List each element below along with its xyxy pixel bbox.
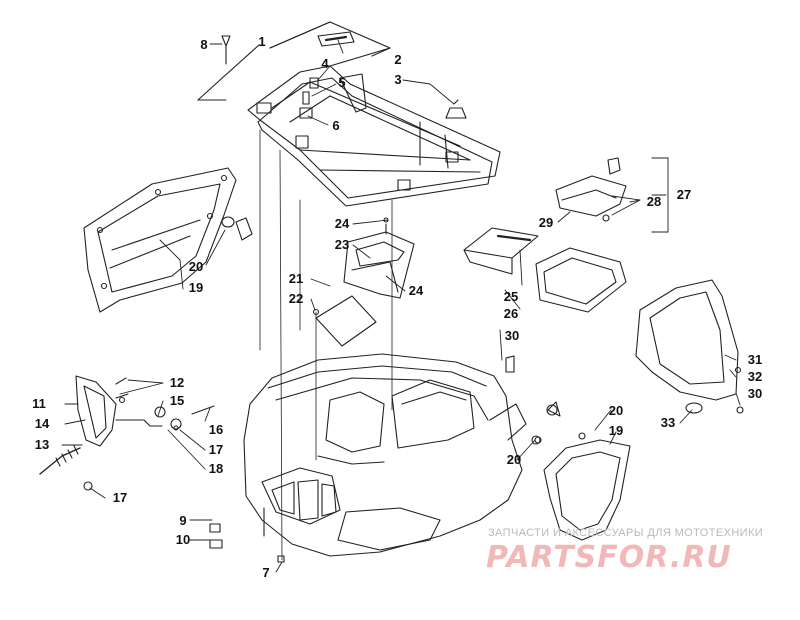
callout-19-left: 19 [188, 280, 204, 295]
front-body [243, 353, 541, 557]
callout-17-lower: 17 [112, 490, 128, 505]
rack-decal [317, 31, 355, 47]
callout-21: 21 [288, 271, 304, 286]
headlight-assembly [39, 375, 215, 491]
callout-26: 26 [503, 306, 519, 321]
bracket-27 [651, 157, 669, 233]
callout-11: 11 [32, 396, 46, 411]
callout-20-fender: 20 [506, 452, 522, 467]
callout-20-right: 20 [608, 403, 624, 418]
callout-5: 5 [338, 75, 346, 90]
callout-15: 15 [169, 393, 185, 408]
callout-30-lower: 30 [747, 386, 763, 401]
callout-28: 28 [646, 194, 662, 209]
rack-bracket-lines [197, 21, 391, 101]
callout-18: 18 [208, 461, 224, 476]
storage-box [463, 157, 627, 313]
callout-7: 7 [262, 565, 270, 580]
callout-24-lower: 24 [408, 283, 424, 298]
callout-25: 25 [503, 289, 519, 304]
callout-12: 12 [169, 375, 185, 390]
callout-10: 10 [175, 532, 191, 547]
callout-9: 9 [179, 513, 187, 528]
callout-30-upper: 30 [504, 328, 520, 343]
callout-31: 31 [747, 352, 763, 367]
front-fasteners [209, 523, 285, 563]
watermark-tagline: ЗАПЧАСТИ И АКСЕССУАРЫ ДЛЯ МОТОТЕХНИКИ [488, 527, 764, 539]
callout-14: 14 [34, 416, 50, 431]
front-rack [247, 65, 501, 207]
right-fender-panel [534, 401, 631, 541]
callout-8: 8 [200, 37, 208, 52]
callout-19-right: 19 [608, 423, 624, 438]
right-side-panel [505, 279, 744, 414]
callout-33: 33 [660, 415, 676, 430]
callout-32: 32 [747, 369, 763, 384]
callout-22: 22 [288, 291, 304, 306]
callout-27: 27 [676, 187, 692, 202]
left-side-panel [83, 167, 253, 313]
callout-29: 29 [538, 215, 554, 230]
leader-lines [61, 39, 741, 573]
callout-4: 4 [321, 56, 329, 71]
callout-13: 13 [34, 437, 50, 452]
center-cover [312, 217, 415, 347]
watermark-logo: PARTSFOR.RU [486, 540, 732, 575]
callout-1: 1 [258, 34, 266, 49]
callout-3: 3 [394, 72, 402, 87]
callout-16: 16 [208, 422, 224, 437]
rack-hardware [221, 35, 467, 119]
callout-20-left: 20 [188, 259, 204, 274]
callout-23: 23 [334, 237, 350, 252]
callout-6: 6 [332, 118, 340, 133]
callout-17-upper: 17 [208, 442, 224, 457]
callout-24-upper: 24 [334, 216, 350, 231]
callout-2: 2 [394, 52, 402, 67]
